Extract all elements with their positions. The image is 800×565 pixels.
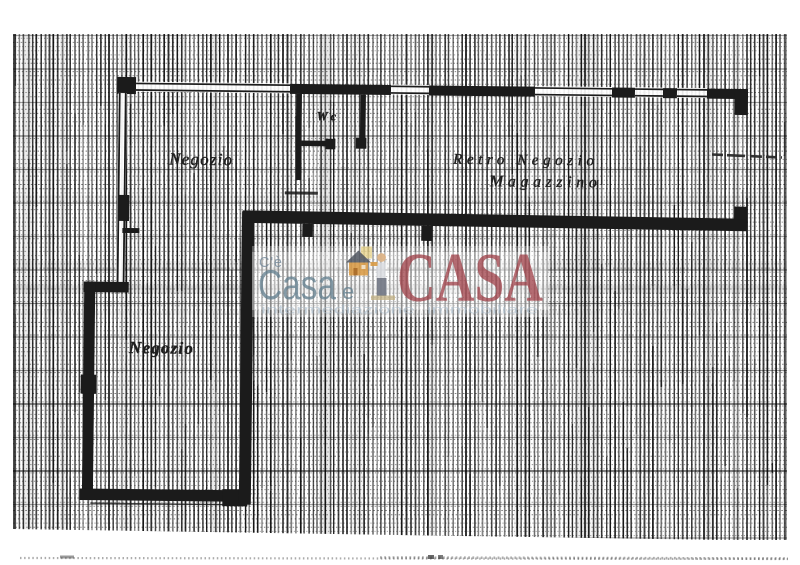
svg-text:Negozio: Negozio — [128, 338, 194, 358]
svg-text:Retro Negozio: Retro Negozio — [452, 152, 595, 170]
svg-text:CASA: CASA — [397, 240, 543, 317]
svg-text:Casa: Casa — [258, 261, 336, 308]
svg-text:intermediazione immobiliare: intermediazione immobiliare — [261, 305, 538, 317]
svg-text:C'è: C'è — [259, 255, 282, 271]
svg-text:e: e — [342, 279, 354, 304]
svg-text:Negozio: Negozio — [168, 149, 233, 169]
svg-text:W c: W c — [317, 109, 337, 123]
